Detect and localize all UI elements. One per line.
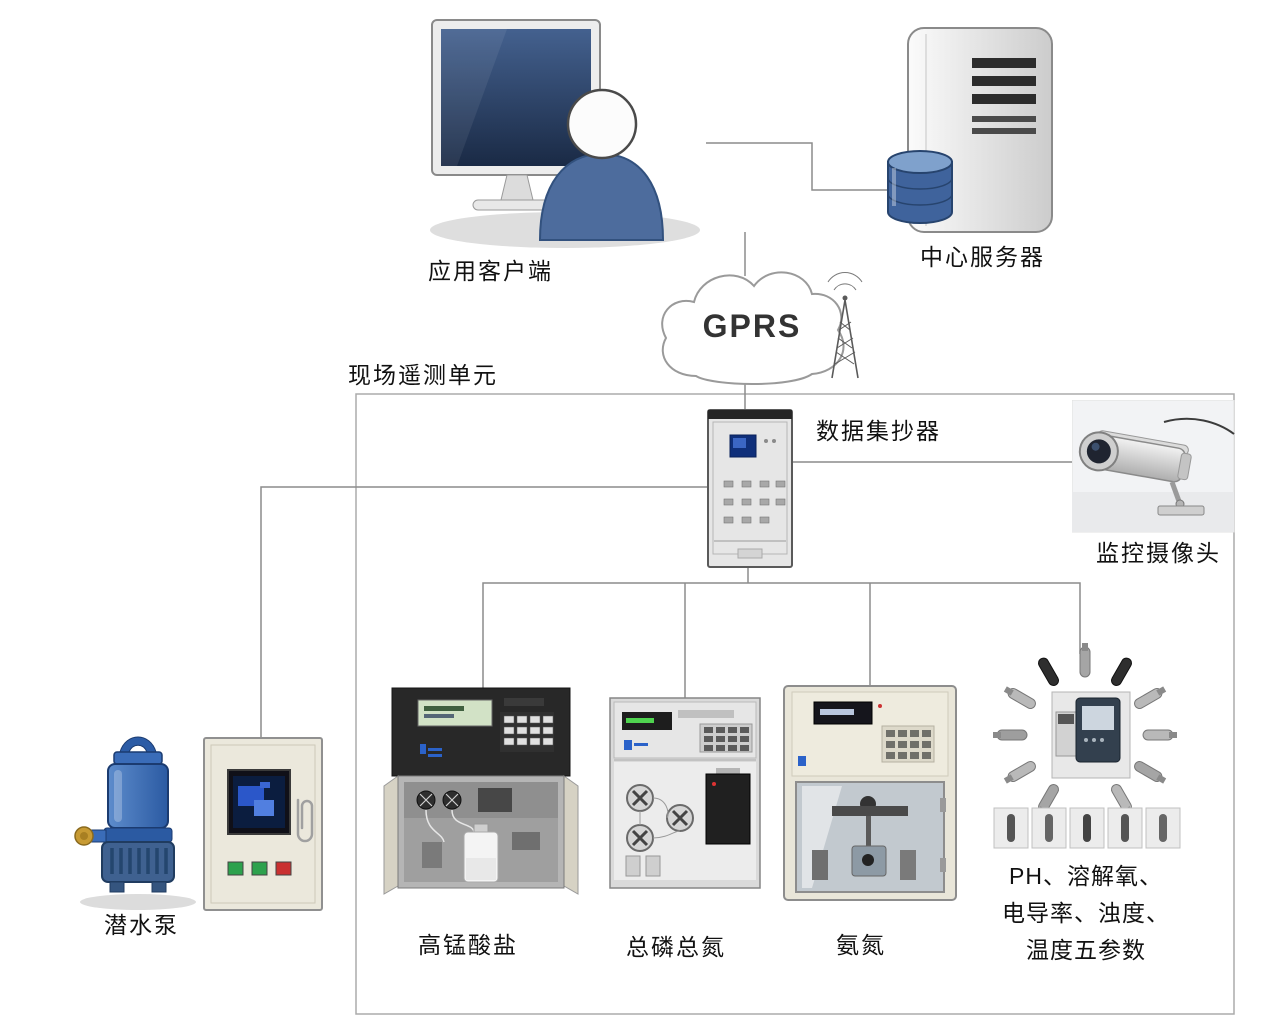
- database-icon: [887, 150, 953, 224]
- radio-tower-icon: [827, 272, 863, 379]
- permanganate-analyzer-image: [383, 687, 579, 895]
- camera-cable: [1163, 417, 1235, 435]
- ammonia-analyzer-node: [778, 678, 963, 913]
- peristaltic-pumps: [626, 784, 694, 852]
- panel-button-red: [275, 861, 292, 876]
- gprs-network-node: GPRS: [652, 252, 882, 402]
- five-parameter-label: PH、溶解氧、 电导率、浊度、 温度五参数: [980, 858, 1192, 969]
- client-computer-user-icon: [430, 19, 700, 248]
- ammonia-analyzer-image: [783, 685, 957, 901]
- pump-label: 潜水泵: [104, 912, 179, 938]
- ammonia-label: 氨氮: [836, 932, 886, 958]
- panel-button-green2: [251, 861, 268, 876]
- application-client-node: [415, 12, 715, 267]
- client-label: 应用客户端: [428, 258, 553, 284]
- paperclip-icon: [296, 798, 314, 843]
- five-parameter-line3: 温度五参数: [1026, 937, 1146, 963]
- monitor-stand: [500, 174, 534, 201]
- sensor-ring: [993, 643, 1177, 817]
- cctv-camera-icon: [1071, 399, 1235, 533]
- tp-tn-analyzer-node: [606, 694, 766, 899]
- control-panel-icon: [203, 737, 323, 911]
- five-parameter-sensors-image: [993, 643, 1181, 849]
- data-collector-node: [700, 405, 800, 580]
- five-parameter-node: [980, 640, 1190, 860]
- camera-node: [1071, 399, 1240, 541]
- gprs-text: GPRS: [703, 308, 802, 344]
- server-tower-icon: [887, 27, 1053, 233]
- data-collector-cabinet-icon: [707, 409, 793, 568]
- central-server-node: [880, 20, 1070, 250]
- pump-handle: [119, 736, 157, 753]
- panel-button-green1: [227, 861, 244, 876]
- tp-tn-label: 总磷总氮: [626, 934, 726, 960]
- submersible-pump-icon: [74, 736, 196, 910]
- pump-node: [68, 722, 213, 922]
- five-parameter-line1: PH、溶解氧、: [1009, 863, 1163, 889]
- monitor-screen: [441, 29, 591, 166]
- camera-label: 监控摄像头: [1096, 540, 1221, 566]
- permanganate-label: 高锰酸盐: [418, 932, 518, 958]
- collector-label: 数据集抄器: [816, 418, 941, 444]
- field-unit-label: 现场遥测单元: [348, 362, 498, 388]
- collector-buttons: [723, 480, 786, 524]
- sensor-thumbnails: [993, 807, 1181, 849]
- field-unit-boundary-box: [355, 393, 1235, 1015]
- permanganate-analyzer-node: [382, 682, 582, 922]
- line-distribution-bus: [482, 582, 1081, 688]
- server-label: 中心服务器: [920, 244, 1045, 270]
- user-head: [566, 88, 638, 160]
- five-parameter-line2: 电导率、浊度、: [1002, 900, 1170, 926]
- line-client-server: [706, 142, 888, 191]
- tp-tn-analyzer-image: [609, 697, 761, 889]
- line-collector-panel: [260, 486, 710, 740]
- gprs-cloud-icon: GPRS: [661, 271, 863, 385]
- control-panel-node: [198, 730, 333, 925]
- analyzer-lcd: [417, 699, 493, 727]
